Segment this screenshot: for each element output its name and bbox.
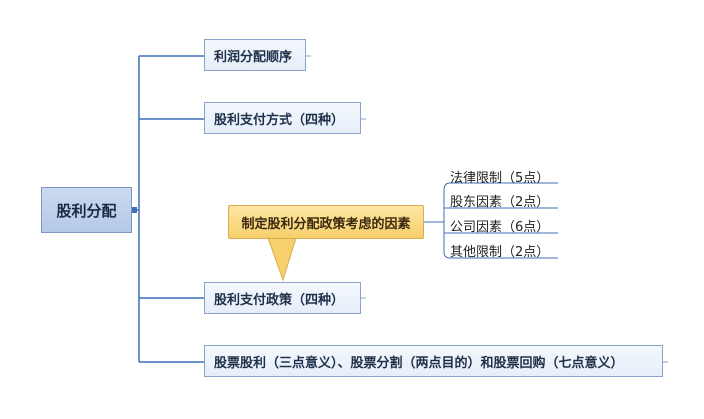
factor-item-shareholder[interactable]: 股东因素（2点）	[450, 195, 550, 210]
branch-label: 利润分配顺序	[214, 49, 293, 65]
branch-node-payment-policy[interactable]: 股利支付政策（四种）	[204, 282, 361, 314]
branch-node-payment-methods[interactable]: 股利支付方式（四种）	[204, 102, 361, 134]
factor-item-legal[interactable]: 法律限制（5点）	[450, 171, 550, 186]
callout-node-policy-factors[interactable]: 制定股利分配政策考虑的因素	[228, 205, 424, 239]
branch-label: 股利支付方式（四种）	[214, 112, 345, 128]
factor-bracket	[443, 182, 451, 259]
callout-label: 制定股利分配政策考虑的因素	[241, 216, 411, 232]
branch-node-stock-dividend[interactable]: 股票股利（三点意义）、股票分割（两点目的）和股票回购（七点意义）	[204, 345, 663, 377]
factor-item-company[interactable]: 公司因素（6点）	[450, 220, 550, 235]
branch-label: 股票股利（三点意义）、股票分割（两点目的）和股票回购（七点意义）	[214, 355, 624, 371]
callout-pointer	[267, 237, 297, 282]
root-handle	[131, 207, 137, 213]
root-label: 股利分配	[56, 201, 117, 220]
factor-item-other[interactable]: 其他限制（2点）	[450, 245, 550, 260]
root-node[interactable]: 股利分配	[41, 187, 132, 233]
branch-node-profit-order[interactable]: 利润分配顺序	[204, 39, 306, 71]
branch-label: 股利支付政策（四种）	[214, 292, 345, 308]
